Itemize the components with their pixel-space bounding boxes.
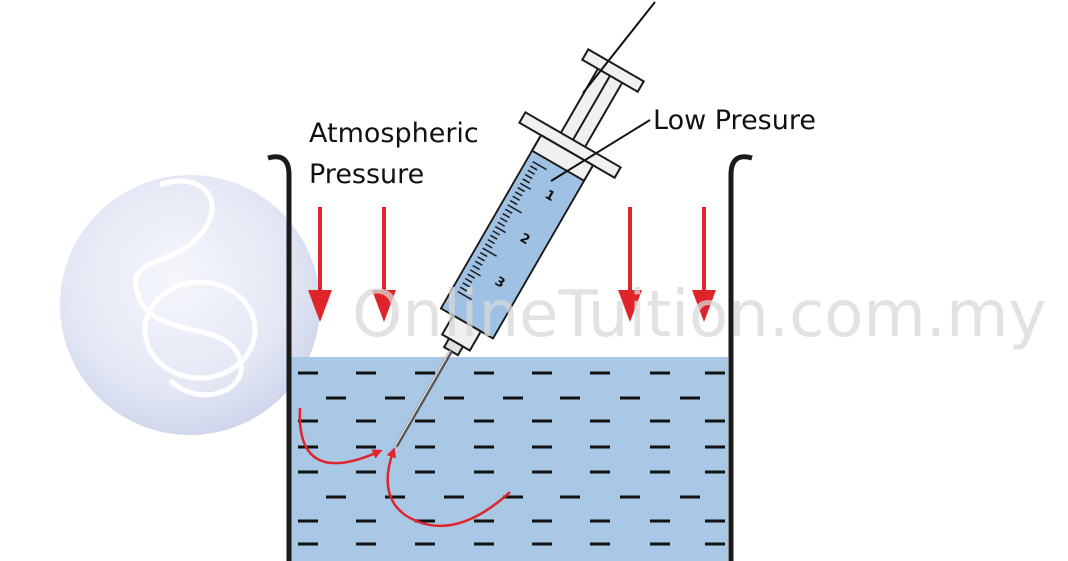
graduation-tick bbox=[474, 260, 483, 266]
graduation-tick bbox=[509, 199, 518, 206]
graduation-tick bbox=[532, 160, 547, 171]
graduation-tick bbox=[522, 178, 531, 184]
graduation-tick bbox=[492, 230, 501, 236]
low-pressure-label: Low Presure bbox=[653, 105, 816, 136]
graduation-tick bbox=[494, 225, 506, 234]
beaker-left-wall bbox=[267, 154, 292, 561]
graduation-tick bbox=[469, 269, 481, 277]
graduation-tick bbox=[479, 251, 488, 258]
syringe-plunger-head bbox=[530, 133, 595, 183]
graduation-tick bbox=[487, 238, 496, 245]
graduation-tick bbox=[464, 277, 473, 284]
syringe-thumb-rest bbox=[580, 47, 646, 94]
graduation-tick bbox=[462, 282, 471, 288]
pressure-arrow bbox=[308, 207, 332, 322]
graduation-tick bbox=[524, 173, 533, 180]
syringe-fluid bbox=[442, 152, 583, 338]
syringe-needle bbox=[394, 350, 453, 448]
graduation-tick bbox=[459, 286, 468, 292]
graduation-tick bbox=[517, 186, 526, 193]
graduation-tick bbox=[502, 212, 511, 219]
atmospheric-pressure-label-line1: Atmospheric bbox=[309, 118, 479, 149]
graduation-tick bbox=[467, 273, 476, 279]
watermark-globe-logo bbox=[60, 175, 320, 435]
graduation-tick bbox=[512, 195, 521, 201]
pressure-arrow bbox=[372, 207, 396, 322]
water-flow-arrows bbox=[298, 407, 511, 528]
graduation-tick bbox=[519, 182, 531, 190]
graduation-tick bbox=[482, 247, 497, 257]
pressure-arrow bbox=[692, 207, 716, 322]
watermark-text: OnlineTuition.com.my bbox=[352, 278, 1047, 352]
plunger-pointer-line bbox=[582, 1, 656, 94]
beaker-right-wall bbox=[728, 154, 753, 561]
graduation-tick bbox=[527, 169, 536, 175]
syringe: 1 2 3 bbox=[394, 47, 646, 448]
flow-arrow-right bbox=[386, 447, 511, 528]
graduation-tick bbox=[507, 204, 522, 214]
low-pressure-pointer-line bbox=[550, 119, 651, 182]
graduation-tick bbox=[497, 221, 506, 227]
graduation-tick bbox=[514, 191, 523, 197]
flow-arrow-left bbox=[298, 407, 383, 465]
graduation-tick bbox=[477, 256, 486, 262]
syringe-graduations bbox=[457, 160, 547, 301]
graduation-tick bbox=[457, 290, 472, 301]
graduation-tick bbox=[484, 243, 493, 249]
graduation-tick bbox=[499, 217, 508, 223]
graduation-tick bbox=[529, 165, 538, 171]
graduation-tick bbox=[472, 264, 481, 271]
atmospheric-pressure-label-line2: Pressure bbox=[309, 159, 425, 190]
graduation-tick bbox=[504, 208, 513, 214]
atmospheric-pressure-arrows bbox=[308, 207, 716, 322]
pressure-arrow bbox=[618, 207, 642, 322]
graduation-tick bbox=[489, 234, 498, 240]
water-surface-marks bbox=[298, 371, 725, 546]
